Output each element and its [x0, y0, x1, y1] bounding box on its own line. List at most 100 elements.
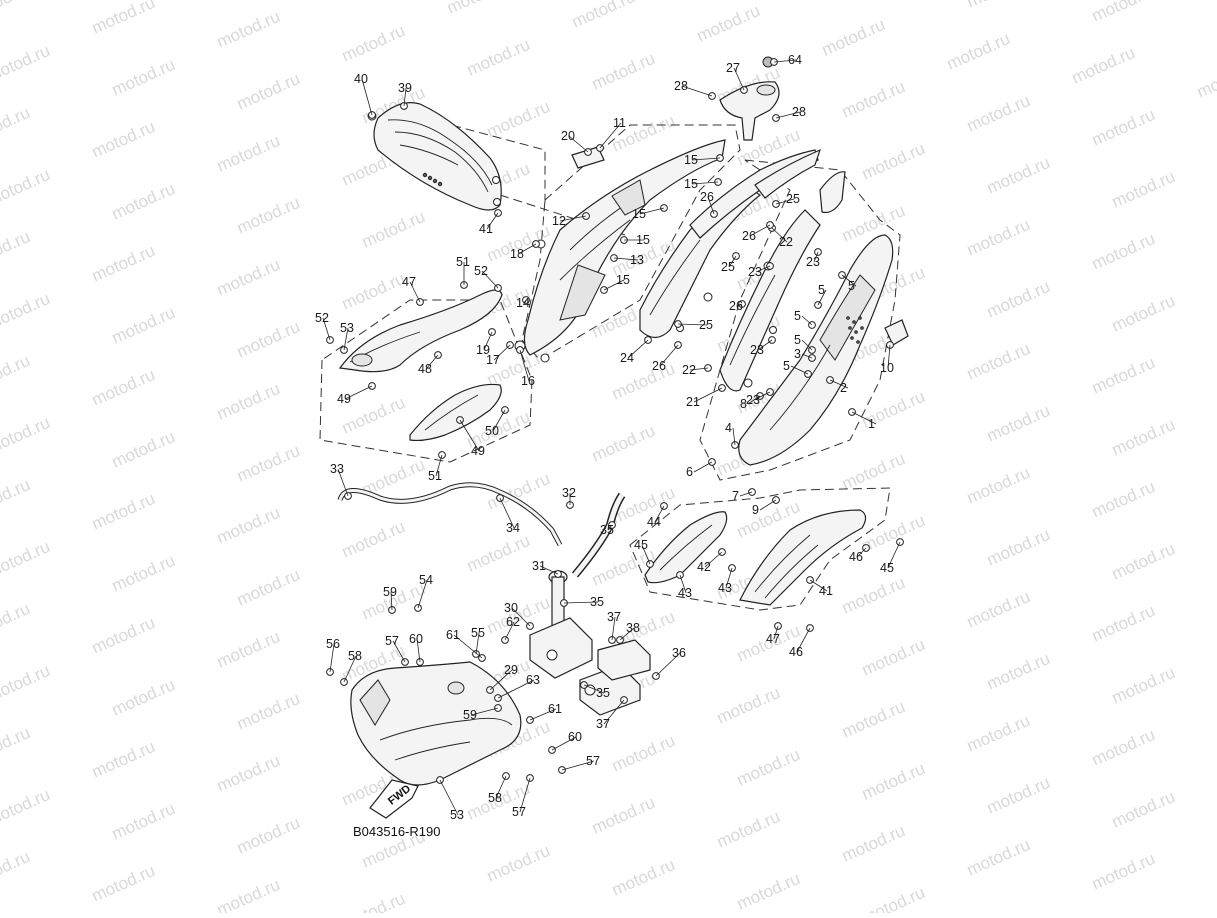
watermark: motod.ru — [1089, 725, 1158, 770]
leader-line — [495, 775, 507, 799]
watermark: motod.ru — [1109, 663, 1178, 708]
leader-line — [561, 760, 595, 771]
leader-line — [691, 181, 719, 185]
callout-number: 15 — [684, 177, 698, 191]
part-27-bracket — [719, 56, 780, 141]
callout-number: 61 — [446, 628, 460, 642]
part-54-front-cowl — [350, 661, 522, 786]
leader-line — [603, 699, 625, 725]
leader-line — [641, 544, 651, 565]
leader-line — [392, 640, 406, 663]
callout-number: 46 — [849, 550, 863, 564]
part-42-lower-cover — [739, 509, 867, 606]
watermark: motod.ru — [714, 683, 783, 728]
callout-number: 9 — [752, 503, 759, 517]
leader-line — [493, 344, 511, 361]
watermark: motod.ru — [214, 751, 283, 796]
leader-line — [627, 339, 649, 359]
leader-line — [829, 379, 849, 389]
callout-number: 60 — [568, 730, 582, 744]
watermark: motod.ru — [859, 139, 928, 184]
watermark: motod.ru — [1089, 849, 1158, 894]
leader-line — [790, 365, 809, 375]
watermark: motod.ru — [234, 565, 303, 610]
watermark: motod.ru — [839, 821, 908, 866]
leader-line — [725, 567, 733, 589]
leader-line — [639, 207, 665, 215]
callout-number: 26 — [652, 359, 666, 373]
watermark: motod.ru — [964, 215, 1033, 260]
watermark: motod.ru — [234, 689, 303, 734]
callout-number: 17 — [486, 353, 500, 367]
callout-number: 47 — [402, 275, 416, 289]
watermark: motod.ru — [0, 103, 33, 148]
part-tail-rail-right — [754, 148, 821, 199]
callout-number: 5 — [783, 359, 790, 373]
watermark: motod.ru — [339, 21, 408, 66]
callout-number: 19 — [476, 343, 490, 357]
callout-numbers: 1234555556789101112131415151515151617181… — [315, 53, 894, 822]
outline-seat-cover-group — [319, 299, 533, 463]
callout-number: 60 — [409, 632, 423, 646]
reference-code: B043516-R190 — [353, 824, 440, 839]
watermark: motod.ru — [234, 317, 303, 362]
watermark: motod.ru — [234, 69, 303, 114]
watermark: motod.ru — [89, 737, 158, 782]
callout-number: 52 — [315, 311, 329, 325]
watermark: motod.ru — [0, 41, 53, 86]
leader-line — [749, 224, 771, 237]
watermark: motod.ru — [984, 277, 1053, 322]
callout-number: 31 — [532, 559, 546, 573]
part-40-seat-trim — [367, 102, 502, 211]
watermark: motod.ru — [0, 413, 53, 458]
leader-line — [489, 669, 513, 691]
callout-number: 59 — [383, 585, 397, 599]
watermark: motod.ru — [89, 613, 158, 658]
outline-side-cover-group — [521, 124, 741, 361]
callout-number: 2 — [840, 381, 847, 395]
leader-line — [568, 135, 589, 153]
leader-line — [563, 601, 599, 604]
callout-number: 55 — [471, 626, 485, 640]
watermark: motod.ru — [569, 0, 638, 32]
leader-line — [813, 251, 819, 263]
callout-number: 62 — [506, 615, 520, 629]
watermark: motod.ru — [734, 869, 803, 913]
watermark: motod.ru — [1109, 167, 1178, 212]
outline-rear-cover-group — [699, 159, 901, 481]
leader-line — [343, 655, 357, 683]
watermark: motod.ru — [964, 0, 1033, 12]
watermark: motod.ru — [0, 723, 33, 768]
part-rear-fin — [819, 171, 846, 214]
leader-line — [775, 198, 795, 205]
watermark: motod.ru — [1089, 601, 1158, 646]
watermark: motod.ru — [1089, 105, 1158, 150]
watermark: motod.ru — [589, 49, 658, 94]
watermark: motod.ru — [0, 537, 53, 582]
callout-number: 5 — [818, 283, 825, 297]
leader-line — [439, 779, 459, 816]
callout-number: 23 — [748, 265, 762, 279]
callout-number: 23 — [806, 255, 820, 269]
leader-line — [322, 317, 331, 341]
callout-number: 27 — [726, 61, 740, 75]
watermark: motod.ru — [484, 841, 553, 886]
watermark: motod.ru — [0, 289, 53, 334]
callout-number: 23 — [746, 393, 760, 407]
callout-number: 12 — [552, 214, 566, 228]
watermark: motod.ru — [0, 847, 33, 892]
callout-number: 25 — [721, 260, 735, 274]
leader-line — [771, 227, 788, 243]
watermark: motod.ru — [964, 463, 1033, 508]
leader-line — [453, 634, 483, 659]
callout-number: 23 — [750, 343, 764, 357]
leader-line — [704, 551, 723, 568]
watermark: motod.ru — [109, 551, 178, 596]
callout-number: 25 — [786, 192, 800, 206]
watermark: motod.ru — [859, 635, 928, 680]
leader-line — [619, 627, 635, 641]
leader-line — [470, 707, 499, 716]
watermark: motod.ru — [0, 227, 33, 272]
watermark: motod.ru — [214, 875, 283, 913]
